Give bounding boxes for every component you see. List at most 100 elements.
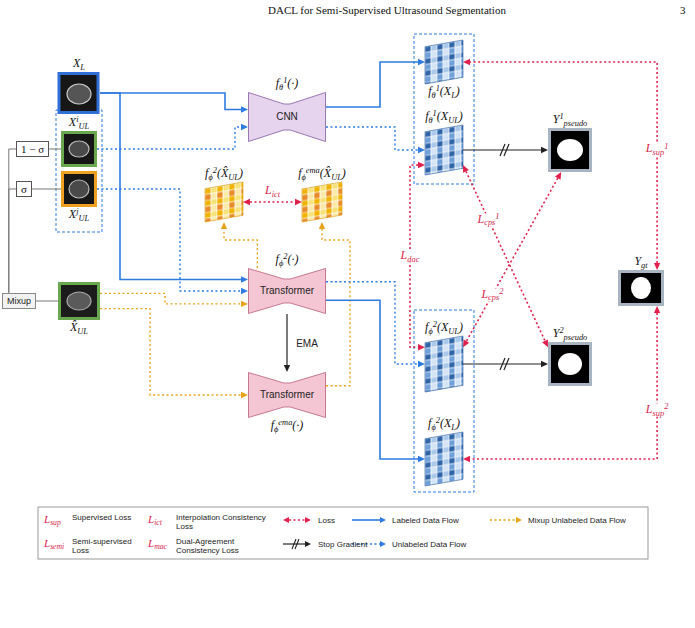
mask-node: Y1pseudo (548, 128, 592, 172)
connector (221, 222, 258, 268)
feature-map: fθ1(XL) (425, 40, 463, 84)
arrow-head (319, 222, 325, 229)
connector-line (322, 229, 350, 386)
edge-label: Lcps2 (479, 288, 505, 301)
feature-map: fϕ2(XL) (425, 432, 463, 486)
node-text: Y1pseudo (553, 113, 588, 127)
connector (9, 149, 16, 293)
arrow-head (241, 288, 248, 294)
node-text: σ (21, 183, 27, 196)
arrow-head (463, 340, 469, 348)
edge-label: Ldac (399, 250, 422, 263)
ultrasound-image (59, 74, 98, 113)
connector-line (32, 188, 61, 189)
connector (49, 148, 61, 149)
legend-sample (490, 517, 522, 523)
connector-line (97, 127, 241, 149)
arrow-head (418, 59, 425, 65)
connector-line (326, 282, 418, 364)
legend-text: Mixup Unlabeled Data Flow (528, 516, 626, 525)
arrow-head (541, 361, 548, 367)
mask-node: Ygt (618, 270, 664, 306)
ultrasound-image (63, 173, 96, 206)
edge-label: Lcps1 (475, 213, 501, 226)
network-outline (249, 269, 326, 314)
connector (463, 165, 548, 347)
node-text: fϕ2(XUL) (425, 321, 463, 335)
legend-frame (38, 507, 648, 559)
feature-map: fϕ2(X̂UL) (205, 182, 243, 222)
arrow-head (241, 106, 248, 112)
connector (326, 127, 425, 153)
feature-map (205, 182, 243, 222)
edge-label: Lict (263, 184, 282, 197)
image-node: XL (58, 72, 100, 114)
feature-map (425, 432, 463, 486)
operation-box: Mixup (2, 293, 36, 309)
node-text: XL (73, 57, 85, 71)
connector-line (326, 300, 418, 459)
connector-line (100, 309, 241, 395)
node-text: Y2pseudo (553, 327, 588, 341)
arrow-head (418, 361, 425, 367)
connector-line (470, 313, 657, 459)
arrow-head (241, 301, 248, 307)
node-text: fθ1(·) (276, 77, 299, 91)
connector-line (97, 189, 241, 291)
arrow-head (241, 392, 248, 398)
arrow-head (542, 340, 548, 348)
connector (32, 188, 61, 189)
node-text: fθ1(XL) (428, 85, 460, 99)
legend-note: Supervised Loss (72, 513, 142, 522)
connector (326, 59, 425, 107)
edge-label: EMA (294, 338, 320, 349)
network-block: Transformerfϕema(·) (248, 372, 326, 418)
connector-line (100, 93, 241, 280)
node-text: CNN (276, 111, 298, 123)
connector-line (224, 229, 257, 268)
connector-line (36, 301, 58, 302)
feature-map (425, 40, 463, 84)
connector (100, 93, 248, 283)
image-node: X̂UL (58, 282, 100, 320)
feature-map (302, 182, 342, 222)
connector (100, 93, 248, 113)
loss-symbol: Lsup (44, 513, 61, 526)
stop-gradient-mark (500, 144, 509, 370)
arrow-head (555, 172, 561, 180)
node-text: Mixup (7, 296, 31, 306)
connector (463, 306, 660, 462)
ultrasound-image (60, 284, 99, 319)
connector-line (466, 178, 557, 341)
node-text: fθ1(XUL) (425, 110, 463, 124)
connector-line (100, 93, 241, 110)
connector (284, 314, 290, 372)
connector-line (326, 127, 418, 150)
connector-line (9, 149, 16, 293)
arrow-head (241, 124, 248, 130)
arrow-head (654, 306, 660, 313)
connector-line (466, 171, 545, 341)
connector (243, 199, 302, 205)
legend-note: Semi-supervised Loss (72, 537, 142, 555)
node-text: Ygt (634, 255, 647, 269)
legend-text: Stop Gradient (318, 540, 367, 549)
group-frame (414, 34, 474, 184)
node-text: 1 − σ (21, 143, 44, 156)
feature-map: fθ1(XUL) (425, 125, 463, 175)
connector-line (463, 363, 541, 364)
connector (9, 189, 16, 293)
connector-line (100, 293, 241, 303)
connector-line (463, 149, 541, 150)
node-text: Transformer (260, 389, 314, 401)
node-text: fϕ2(·) (276, 253, 299, 267)
arrow-head (295, 199, 302, 205)
node-text: fϕema(·) (271, 419, 304, 433)
connector (463, 172, 561, 347)
connector (97, 124, 248, 149)
mask-node: Y2pseudo (548, 342, 592, 386)
connector (463, 361, 548, 367)
node-text: XiUL (69, 116, 89, 130)
